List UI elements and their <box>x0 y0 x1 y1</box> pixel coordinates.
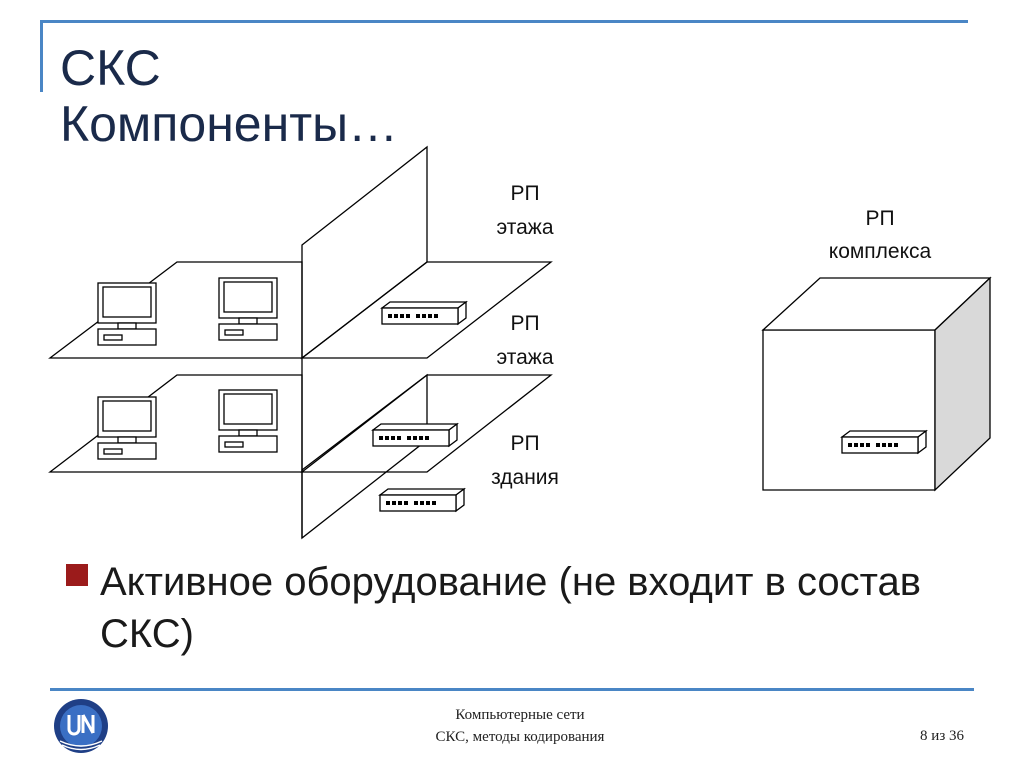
floor-plane-lower-right <box>300 374 553 473</box>
bullet-square-icon <box>66 564 88 586</box>
label-rp-floor-mid-2: этажа <box>496 346 553 369</box>
label-rp-building-1: РП <box>510 432 539 455</box>
complex-cube-front <box>762 329 936 491</box>
switch-icon <box>841 430 927 454</box>
label-rp-complex-2: комплекса <box>829 240 932 263</box>
floor-plane-upper-right <box>300 261 553 359</box>
bullet-item: Активное оборудование (не входит в соста… <box>66 556 946 660</box>
page-number: 8 из 36 <box>920 728 964 744</box>
switch-icon <box>372 423 458 447</box>
computer-icon <box>97 282 157 346</box>
footer-rule <box>50 688 974 691</box>
slide-title: СКС Компоненты… <box>60 40 398 152</box>
label-rp-floor-top-1: РП <box>510 182 539 205</box>
footer-line-1: Компьютерные сети <box>455 707 585 723</box>
switch-icon <box>379 488 465 512</box>
title-vertical-rule <box>40 20 43 92</box>
building-wall-lower-panel <box>301 373 428 540</box>
label-rp-floor-top-2: этажа <box>496 216 553 239</box>
title-rule <box>40 20 968 23</box>
university-logo-icon <box>54 699 108 753</box>
computer-icon <box>218 389 278 453</box>
computer-icon <box>218 277 278 341</box>
bullet-text: Активное оборудование (не входит в соста… <box>100 560 922 656</box>
label-rp-building-2: здания <box>491 466 559 489</box>
label-rp-floor-mid-1: РП <box>510 312 539 335</box>
label-rp-complex-1: РП <box>865 207 894 230</box>
footer-line-2: СКС, методы кодирования <box>435 729 605 745</box>
computer-icon <box>97 396 157 460</box>
switch-icon <box>381 301 467 325</box>
title-line-1: СКС <box>60 40 161 96</box>
complex-cube-side <box>934 276 991 492</box>
building-wall-upper <box>301 145 428 360</box>
title-line-2: Компоненты… <box>60 96 399 152</box>
footer-course-info: Компьютерные сети СКС, методы кодировани… <box>360 704 680 748</box>
